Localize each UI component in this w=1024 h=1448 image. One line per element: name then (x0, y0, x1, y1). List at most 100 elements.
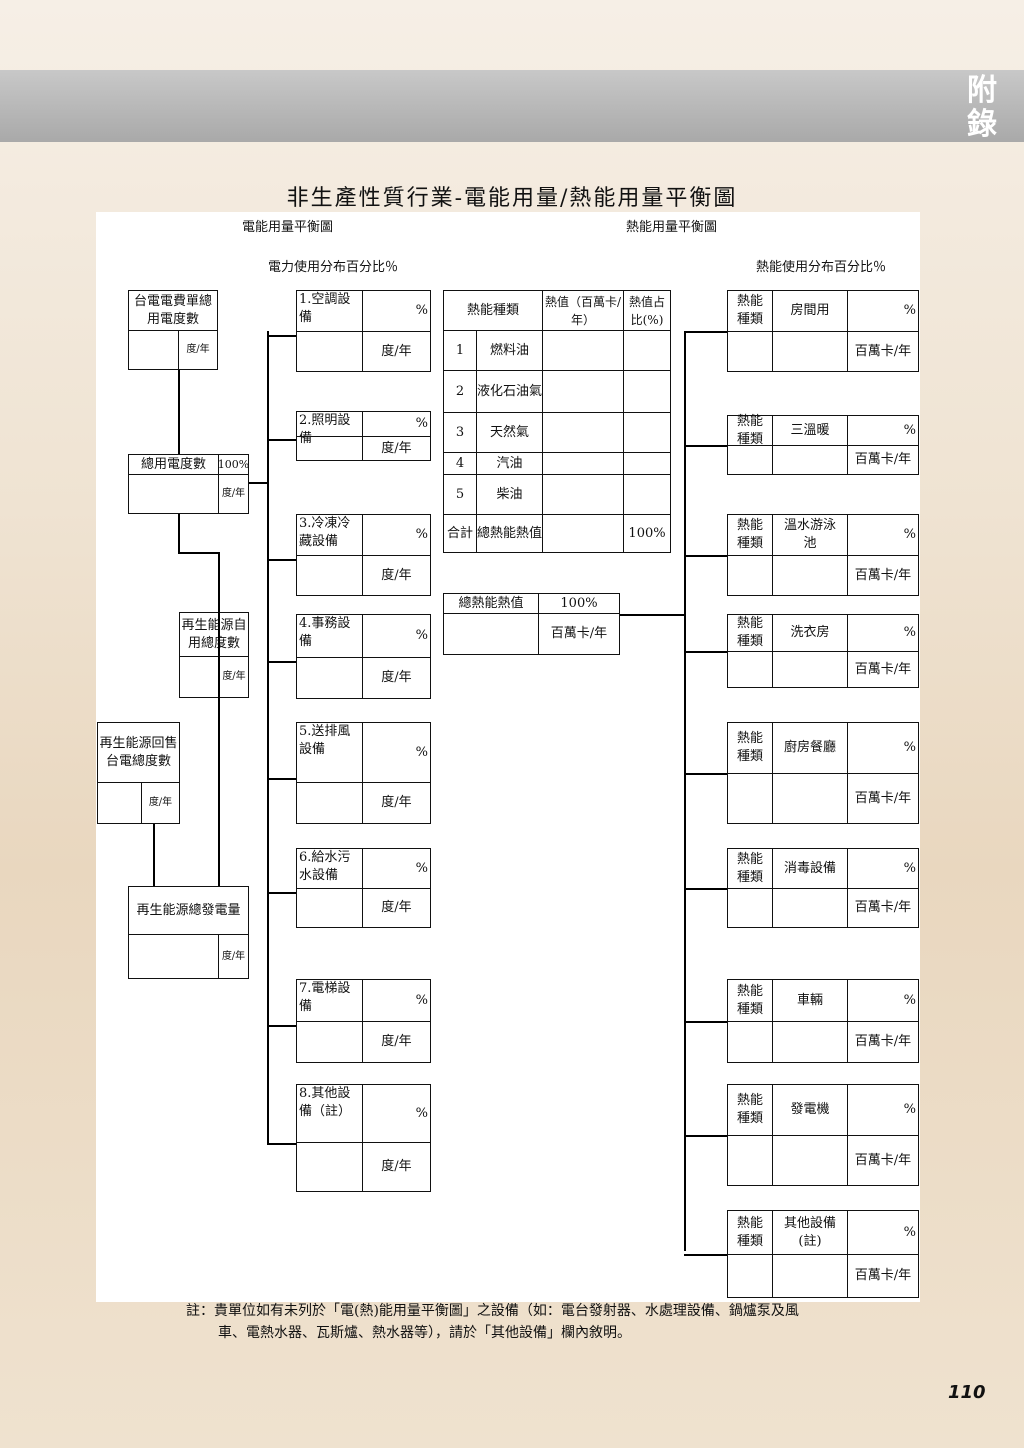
heat-use-pct[interactable]: % (848, 980, 918, 1022)
footnote: 註：貴單位如有未列於「電(熱)能用量平衡圖」之設備（如：電台發射器、水處理設備、… (186, 1300, 906, 1344)
heat-use-name: 房間用 (773, 291, 848, 332)
fuel-value[interactable] (542, 412, 625, 453)
bill-total-box: 台電電費單總用電度數 度/年 (128, 290, 218, 370)
heat-type-label: 熱能種類 (728, 980, 773, 1022)
heat-use-pct[interactable]: % (848, 515, 918, 556)
renew-self-box: 再生能源自用總度數 度/年 (179, 612, 249, 698)
heat-total-value[interactable] (542, 514, 625, 553)
heat-use-type-value[interactable] (728, 556, 773, 595)
heat-type-header: 熱能種類 (442, 290, 544, 331)
heat-use-value[interactable] (773, 774, 848, 823)
connector-line (267, 331, 269, 1143)
connector-line (684, 773, 727, 775)
heat-summary-box: 總熱能熱值 100% 百萬卡/年 (443, 593, 620, 655)
heat-use-value[interactable] (773, 889, 848, 927)
heat-use-value[interactable] (773, 446, 848, 474)
fuel-share[interactable] (623, 452, 672, 475)
total-use-label: 總用電度數 (129, 455, 219, 475)
heat-use-type-value[interactable] (728, 1136, 773, 1185)
equipment-name: 3.冷凍冷藏設備 (297, 515, 363, 556)
heat-use-pct[interactable]: % (848, 615, 918, 652)
heat-type-label: 熱能種類 (728, 615, 773, 652)
heat-use-name: 溫水游泳池 (773, 515, 848, 556)
equipment-pct[interactable]: % (363, 723, 430, 783)
heat-summary-unit: 百萬卡/年 (550, 626, 608, 641)
fuel-name: 天然氣 (475, 412, 544, 453)
heat-use-pct[interactable]: % (848, 291, 918, 332)
equipment-value[interactable] (297, 1022, 363, 1062)
equipment-name: 2.照明設備 (297, 412, 363, 446)
heat-use-type-value[interactable] (728, 889, 773, 927)
heat-use-unit: 百萬卡/年 (854, 343, 912, 359)
heat-use-type-value[interactable] (728, 332, 773, 371)
equipment-pct[interactable]: % (363, 849, 430, 889)
renew-self-value[interactable] (180, 657, 220, 697)
renew-gen-value[interactable] (129, 935, 219, 978)
equipment-value[interactable] (297, 889, 363, 927)
connector-line (267, 439, 296, 441)
heat-use-name: 發電機 (773, 1085, 848, 1136)
heat-use-type-value[interactable] (728, 1022, 773, 1062)
heat-use-value[interactable] (773, 556, 848, 595)
heat-use-value[interactable] (773, 652, 848, 687)
renew-sell-value[interactable] (98, 783, 142, 823)
equipment-name: 6.給水污水設備 (297, 849, 363, 889)
heat-use-value[interactable] (773, 1022, 848, 1062)
heat-use-value[interactable] (773, 332, 848, 371)
connector-line (153, 824, 155, 886)
heat-use-type-value[interactable] (728, 652, 773, 687)
heat-use-unit: 百萬卡/年 (854, 1268, 912, 1283)
connector-line (178, 552, 218, 554)
fuel-value[interactable] (542, 330, 625, 371)
equipment-pct[interactable]: % (363, 412, 430, 437)
equipment-pct[interactable]: % (363, 291, 430, 332)
heat-subheading: 熱能使用分布百分比％ (756, 260, 887, 275)
total-use-value[interactable] (129, 475, 219, 513)
equipment-value[interactable] (297, 332, 363, 371)
fuel-value[interactable] (542, 370, 625, 413)
equipment-box: 1.空調設備%度/年 (296, 290, 431, 372)
heat-total-name: 總熱能熱值 (475, 514, 544, 553)
equipment-pct[interactable]: % (363, 1085, 430, 1143)
equipment-value[interactable] (297, 783, 363, 823)
heat-use-pct[interactable]: % (848, 849, 918, 889)
equipment-value[interactable] (297, 658, 363, 698)
heat-use-unit: 百萬卡/年 (854, 567, 912, 583)
heat-use-pct[interactable]: % (848, 1211, 918, 1255)
fuel-share[interactable] (623, 474, 672, 515)
fuel-value[interactable] (542, 452, 625, 475)
heat-use-box: 熱能種類其他設備(註)% 百萬卡/年 (727, 1210, 919, 1298)
bill-total-value[interactable] (129, 331, 179, 369)
appendix-tab: 附錄 (967, 73, 997, 142)
heat-use-value[interactable] (773, 1255, 848, 1297)
fuel-value[interactable] (542, 474, 625, 515)
fuel-share[interactable] (623, 330, 672, 371)
heat-use-value[interactable] (773, 1136, 848, 1185)
equipment-box: 4.事務設備%度/年 (296, 614, 431, 699)
heat-type-label: 熱能種類 (728, 849, 773, 889)
fuel-share[interactable] (623, 412, 672, 453)
heat-use-name: 其他設備(註) (773, 1211, 848, 1255)
heat-use-pct[interactable]: % (848, 416, 918, 446)
equipment-pct[interactable]: % (363, 980, 430, 1022)
equipment-value[interactable] (297, 1143, 363, 1191)
heat-type-table: 熱能種類 熱值（百萬卡/年） 熱值占比(%) 1 燃料油 2 液化石油氣 3 天… (442, 290, 672, 553)
heat-use-type-value[interactable] (728, 1255, 773, 1297)
connector-line (684, 1254, 727, 1256)
bill-total-unit: 度/年 (186, 344, 210, 355)
heat-use-pct[interactable]: % (848, 1085, 918, 1136)
heat-use-type-value[interactable] (728, 774, 773, 823)
equipment-name: 7.電梯設備 (297, 980, 363, 1022)
heat-type-label: 熱能種類 (728, 1211, 773, 1255)
equipment-box: 7.電梯設備%度/年 (296, 979, 431, 1063)
equipment-value[interactable] (297, 556, 363, 595)
footnote-line-2: 車、電熱水器、瓦斯爐、熱水器等），請於「其他設備」欄內敘明。 (218, 1325, 631, 1341)
heat-summary-value[interactable] (444, 614, 539, 654)
total-use-pct: 100% (218, 455, 249, 475)
equipment-pct[interactable]: % (363, 615, 430, 658)
heat-use-pct[interactable]: % (848, 723, 918, 774)
equipment-pct[interactable]: % (363, 515, 430, 556)
equipment-value[interactable] (297, 437, 363, 460)
fuel-share[interactable] (623, 370, 672, 413)
heat-use-type-value[interactable] (728, 446, 773, 474)
